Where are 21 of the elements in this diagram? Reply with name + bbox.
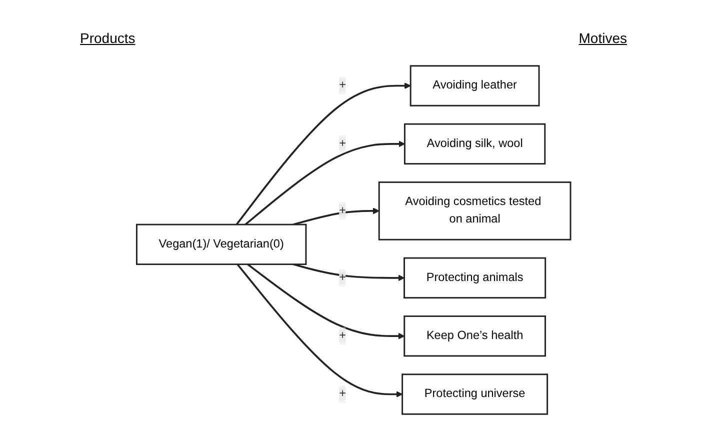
node-box: Protecting universe	[401, 374, 548, 415]
node-box: Vegan(1)/ Vegetarian(0)	[136, 224, 307, 266]
arrow	[236, 82, 411, 226]
edge-label: +	[338, 137, 346, 150]
edge-label: +	[338, 388, 346, 400]
node-box: Avoiding leather	[410, 65, 540, 106]
edge-label: +	[338, 271, 346, 284]
section-heading: Products	[80, 30, 136, 48]
arrow	[246, 264, 405, 340]
edge-label: +	[338, 204, 346, 217]
arrow	[236, 264, 402, 398]
node-box: Avoiding silk, wool	[404, 123, 546, 165]
section-heading: Motives	[578, 30, 627, 48]
node-box: Keep One’s health	[404, 315, 546, 357]
arrow	[244, 140, 405, 226]
node-box: Protecting animals	[403, 257, 546, 299]
node-box: Avoiding cosmetics tested on animal	[378, 181, 572, 240]
edge-label: +	[338, 329, 346, 342]
edge-label: +	[338, 79, 346, 92]
arrow	[292, 263, 404, 282]
arrow	[292, 208, 380, 226]
